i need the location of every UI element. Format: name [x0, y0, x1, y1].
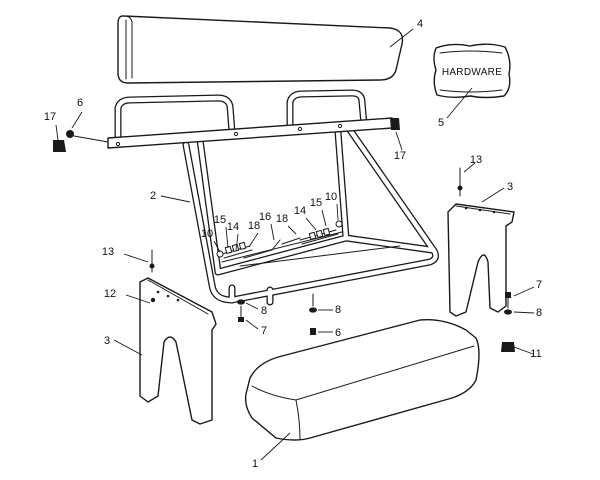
seat-back-cushion	[117, 15, 404, 84]
callout-c7a: 7	[245, 319, 267, 337]
hardware-bag: HARDWARE	[433, 43, 511, 99]
callout-number: 15	[214, 214, 226, 226]
callout-number: 11	[530, 348, 541, 360]
callout-number: 1	[252, 458, 258, 470]
callout-leader-line	[55, 124, 59, 141]
callout-leader-line	[336, 203, 339, 221]
callout-c3l: 3	[104, 335, 143, 356]
callout-leader-line	[160, 195, 191, 203]
seat-frame	[107, 89, 439, 306]
callout-c6a: 6	[71, 97, 83, 129]
callout-number: 16	[259, 211, 271, 223]
callout-c4: 4	[389, 18, 423, 48]
callout-leader-line	[446, 87, 473, 119]
callout-leader-line	[321, 209, 327, 227]
callout-number: 3	[507, 181, 513, 193]
callout-c10a: 10	[201, 228, 221, 253]
callout-c17a: 17	[44, 111, 59, 141]
callout-leader-line	[287, 225, 297, 235]
callout-leader-line	[395, 131, 403, 151]
callout-number: 8	[335, 304, 341, 316]
callout-c2: 2	[150, 190, 191, 203]
callout-number: 18	[248, 220, 260, 232]
lower-hardware	[237, 292, 515, 352]
callout-number: 10	[325, 191, 337, 203]
callout-c16: 16	[259, 211, 275, 241]
callout-leader-line	[513, 346, 534, 355]
callout-leader-line	[513, 311, 535, 314]
callout-leader-line	[260, 432, 291, 461]
callout-leader-line	[513, 286, 535, 297]
callout-number: 14	[227, 221, 239, 233]
callout-number: 7	[261, 325, 267, 337]
callout-number: 18	[276, 213, 288, 225]
callout-leader-line	[245, 302, 259, 310]
callout-c8b: 8	[318, 304, 341, 316]
callout-number: 13	[102, 246, 114, 258]
end-cap-right	[390, 118, 400, 130]
callout-leader-line	[71, 111, 83, 129]
side-bracket-right	[447, 203, 515, 317]
callout-c14a: 14	[227, 221, 239, 251]
callout-number: 2	[150, 190, 156, 202]
callout-c1: 1	[252, 432, 291, 470]
callout-leader-line	[235, 233, 239, 251]
callout-leader-line	[125, 294, 151, 304]
callout-leader-line	[123, 253, 149, 263]
callout-c6b: 6	[318, 327, 341, 339]
screw-left	[149, 249, 155, 273]
left-spring-assembly	[216, 239, 281, 259]
callout-leader-line	[113, 339, 143, 356]
callout-number: 17	[44, 111, 56, 123]
side-bracket-left	[139, 277, 217, 425]
callout-leader-line	[389, 28, 414, 48]
callout-leader-line	[245, 319, 259, 330]
callout-number: 3	[104, 335, 110, 347]
callout-number: 15	[310, 197, 322, 209]
callout-c11: 11	[513, 346, 542, 360]
callout-c8a: 8	[245, 302, 267, 317]
callout-c18a: 18	[248, 220, 260, 248]
callout-number: 6	[77, 97, 83, 109]
callout-c17b: 17	[394, 131, 406, 162]
callout-leader-line	[225, 226, 229, 249]
callout-c13a: 13	[102, 246, 149, 263]
callout-c15b: 15	[310, 197, 327, 227]
callout-number: 10	[201, 228, 213, 240]
end-cap-left	[53, 140, 66, 152]
seat-bottom-cushion	[244, 319, 480, 441]
callout-c3r: 3	[481, 181, 513, 203]
callout-c7b: 7	[513, 279, 542, 297]
callout-number: 17	[394, 150, 406, 162]
callout-c5: 5	[438, 87, 473, 129]
callout-c13b: 13	[463, 154, 482, 173]
callout-leader-line	[305, 217, 317, 231]
callout-leader-line	[213, 240, 221, 253]
callout-number: 8	[261, 305, 267, 317]
callout-leader-line	[270, 223, 275, 241]
callout-c10b: 10	[325, 191, 339, 221]
hardware-bag-label: HARDWARE	[442, 67, 502, 78]
callout-c15a: 15	[214, 214, 229, 249]
callout-c14b: 14	[294, 205, 317, 231]
screw-right	[457, 167, 463, 197]
callout-number: 6	[335, 327, 341, 339]
right-spring-assembly	[281, 220, 343, 245]
callout-number: 5	[438, 117, 444, 129]
callout-number: 4	[417, 18, 423, 30]
callout-c12: 12	[104, 288, 151, 304]
bolt-top-left	[66, 130, 109, 143]
callout-leader-line	[463, 162, 476, 173]
callout-number: 12	[104, 288, 116, 300]
callout-number: 8	[536, 307, 542, 319]
callout-leader-line	[248, 232, 259, 248]
callout-c8c: 8	[513, 307, 542, 319]
callout-leader-line	[481, 187, 505, 203]
callout-number: 7	[536, 279, 542, 291]
callout-number: 13	[470, 154, 482, 166]
callout-number: 14	[294, 205, 306, 217]
callout-c18b: 18	[276, 213, 297, 235]
